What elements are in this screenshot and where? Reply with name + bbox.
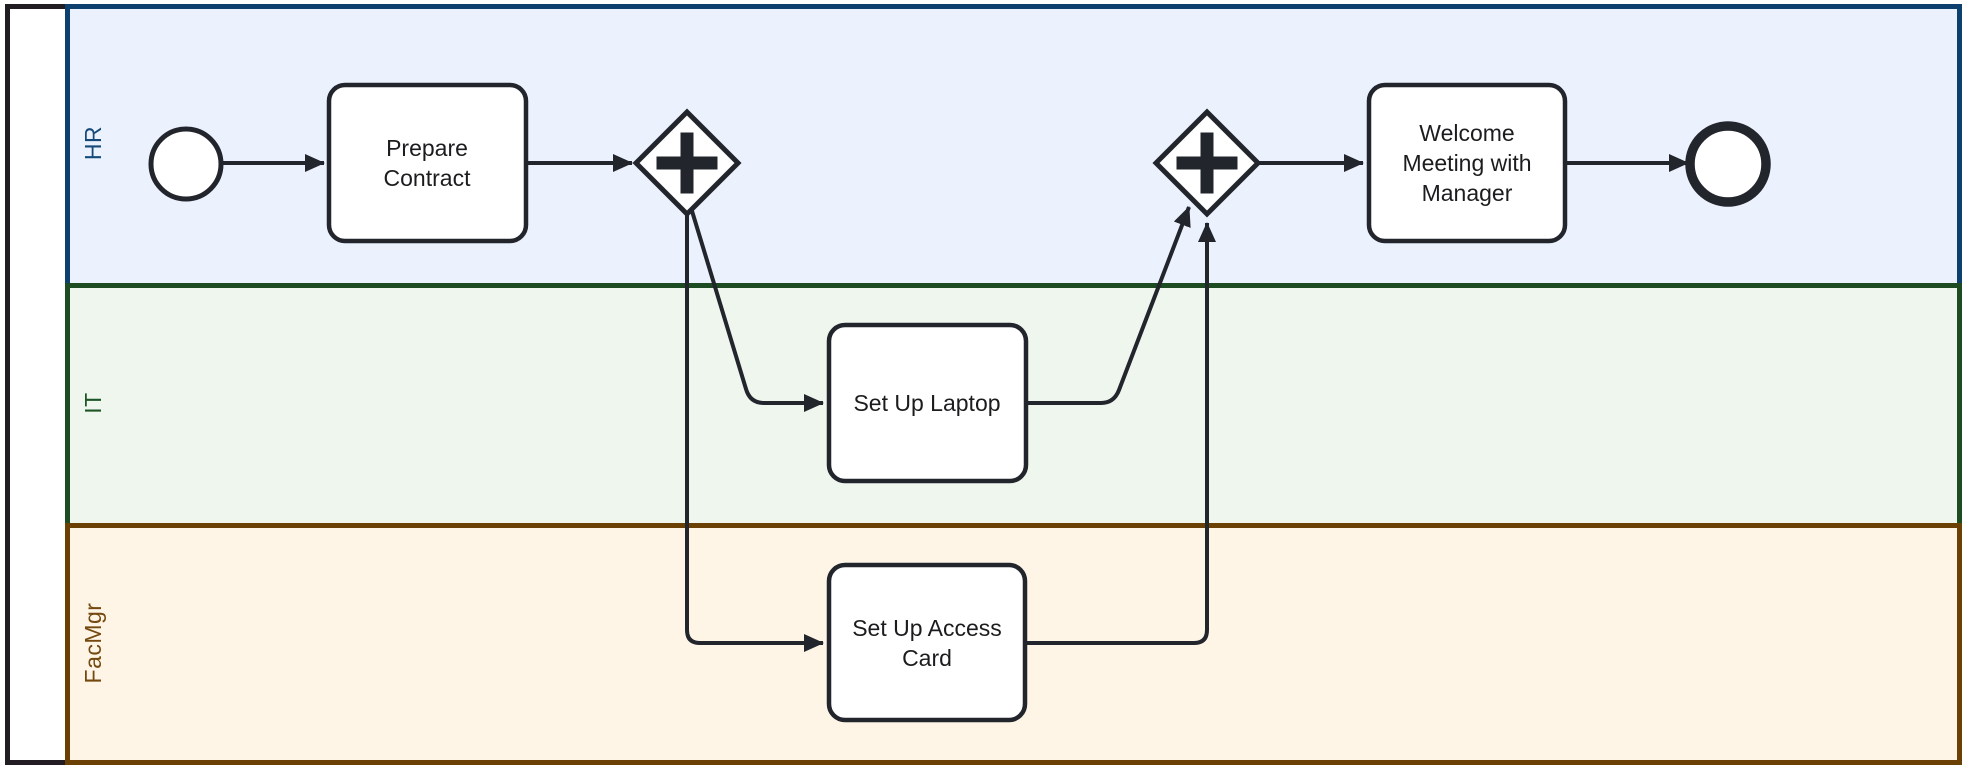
flow-gateway-split-to-set-up-laptop[interactable] bbox=[690, 210, 824, 412]
plus-icon bbox=[1200, 132, 1214, 194]
task-label-set-up-laptop: Set Up Laptop bbox=[853, 390, 1001, 416]
task-label-welcome-meeting: Welcome Meeting with Manager bbox=[1402, 120, 1532, 206]
task-label-set-up-access-card: Set Up Access Card bbox=[852, 614, 1002, 671]
parallel-gateway-join[interactable] bbox=[1152, 108, 1262, 218]
task-prepare-contract[interactable] bbox=[326, 82, 529, 244]
end-event[interactable] bbox=[1685, 121, 1771, 207]
plus-icon bbox=[680, 132, 694, 194]
task-label-prepare-contract: Prepare Contract bbox=[383, 135, 471, 191]
task-set-up-laptop[interactable] bbox=[826, 322, 1029, 484]
task-set-up-access-card[interactable] bbox=[826, 562, 1028, 723]
parallel-gateway-split[interactable] bbox=[632, 108, 742, 218]
flow-set-up-access-card-to-gateway-join[interactable] bbox=[1027, 222, 1216, 645]
flow-gateway-split-to-set-up-access-card[interactable] bbox=[685, 213, 824, 652]
flow-set-up-laptop-to-gateway-join[interactable] bbox=[1028, 206, 1191, 405]
task-welcome-meeting[interactable] bbox=[1366, 82, 1568, 244]
start-event[interactable] bbox=[148, 126, 224, 202]
